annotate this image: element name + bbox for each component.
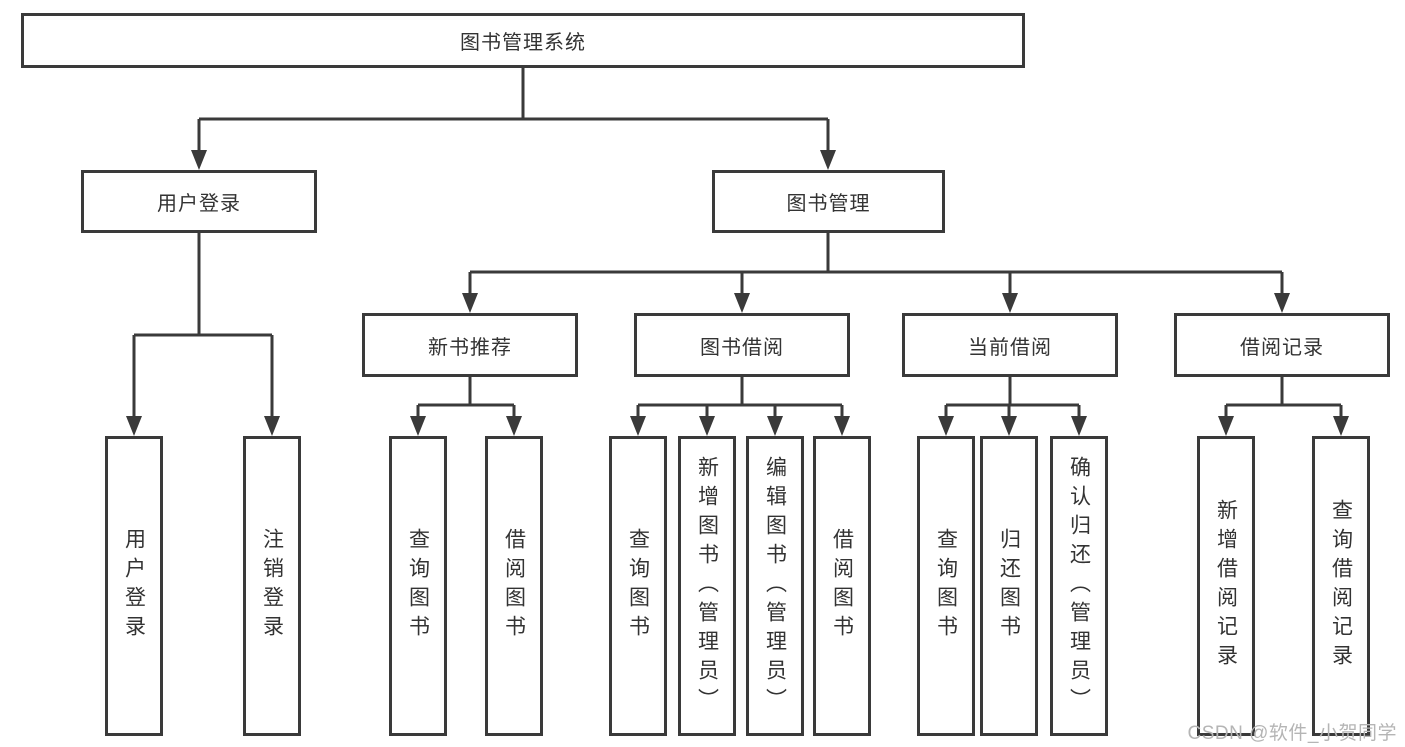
leaf-edit-books-admin: 编辑图书（管理员） [746,436,804,736]
leaf-borrow-books-2-label: 借阅图书 [830,528,854,644]
leaf-query-books-1: 查询图书 [389,436,447,736]
node-borrow-records: 借阅记录 [1174,313,1390,377]
leaf-borrow-books-1: 借阅图书 [485,436,543,736]
node-current-borrow-label: 当前借阅 [968,336,1052,359]
leaf-return-books: 归还图书 [980,436,1038,736]
node-book-borrow-label: 图书借阅 [700,336,784,359]
leaf-user-login-label: 用户登录 [122,528,146,644]
node-root-label: 图书管理系统 [460,32,586,54]
leaf-logout: 注销登录 [243,436,301,736]
leaf-confirm-return-admin: 确认归还（管理员） [1050,436,1108,736]
leaf-query-books-2: 查询图书 [609,436,667,736]
node-current-borrow: 当前借阅 [902,313,1118,377]
node-borrow-records-label: 借阅记录 [1240,336,1324,359]
leaf-confirm-return-admin-label: 确认归还（管理员） [1067,455,1091,717]
leaf-query-borrow-record-label: 查询借阅记录 [1329,499,1353,673]
node-root: 图书管理系统 [21,13,1025,68]
leaf-query-books-1-label: 查询图书 [406,528,430,644]
leaf-borrow-books-1-label: 借阅图书 [502,528,526,644]
node-book-borrow: 图书借阅 [634,313,850,377]
leaf-add-books-admin-label: 新增图书（管理员） [695,455,719,717]
node-new-book-recommend-label: 新书推荐 [428,336,512,359]
csdn-watermark: CSDN @软件_小贺同学 [1187,723,1397,744]
leaf-add-borrow-record-label: 新增借阅记录 [1214,499,1238,673]
leaf-user-login: 用户登录 [105,436,163,736]
node-user-login-label: 用户登录 [157,193,241,215]
leaf-return-books-label: 归还图书 [997,528,1021,644]
leaf-add-books-admin: 新增图书（管理员） [678,436,736,736]
node-book-management: 图书管理 [712,170,945,233]
leaf-logout-label: 注销登录 [260,528,284,644]
leaf-query-books-3-label: 查询图书 [934,528,958,644]
leaf-add-borrow-record: 新增借阅记录 [1197,436,1255,736]
leaf-query-borrow-record: 查询借阅记录 [1312,436,1370,736]
node-user-login: 用户登录 [81,170,317,233]
leaf-edit-books-admin-label: 编辑图书（管理员） [763,455,787,717]
leaf-borrow-books-2: 借阅图书 [813,436,871,736]
node-new-book-recommend: 新书推荐 [362,313,578,377]
leaf-query-books-3: 查询图书 [917,436,975,736]
node-book-management-label: 图书管理 [786,193,871,215]
leaf-query-books-2-label: 查询图书 [626,528,650,644]
